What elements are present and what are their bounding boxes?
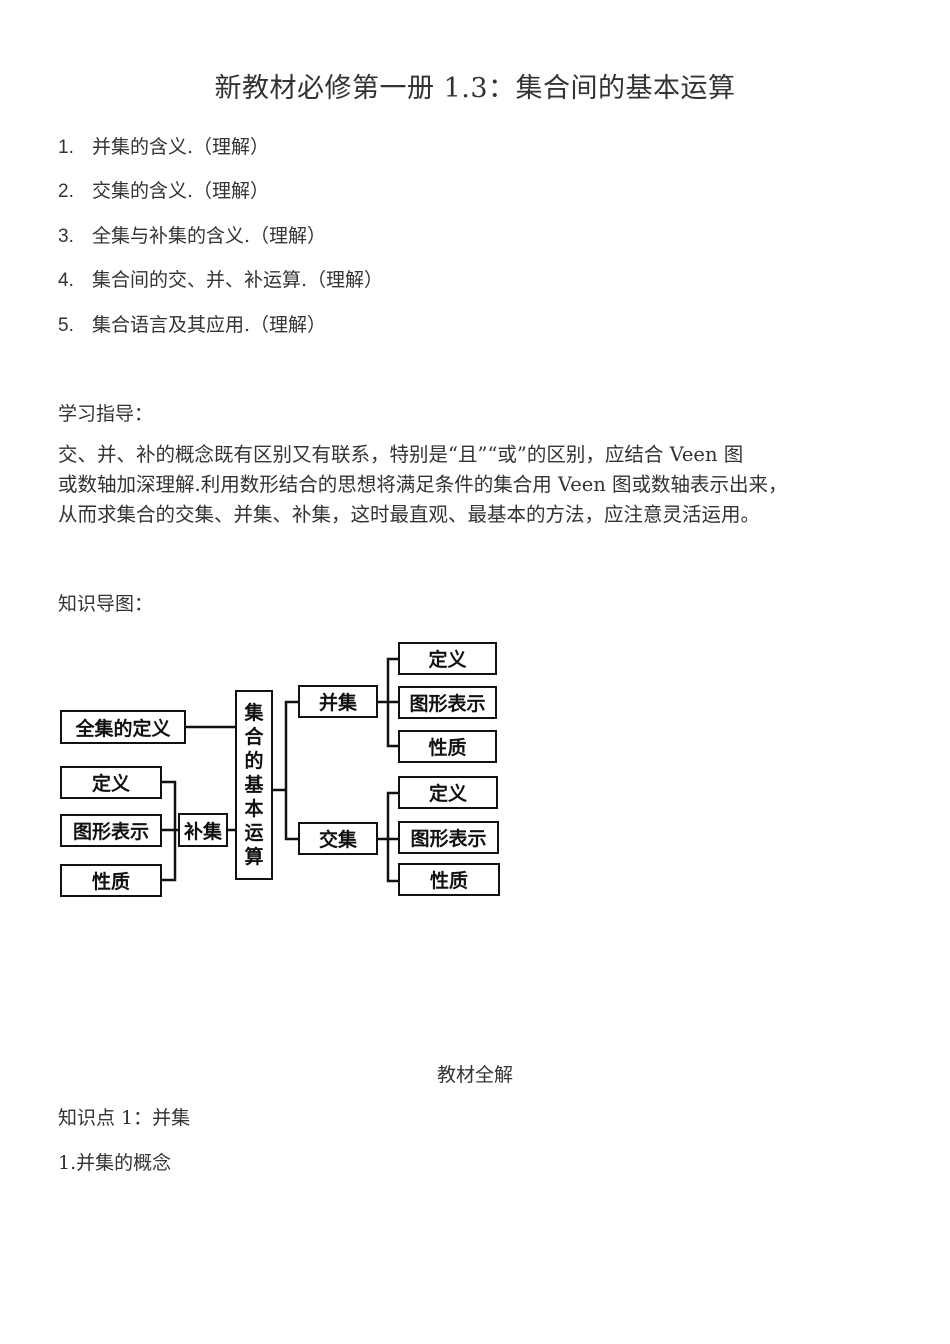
section-heading: 教材全解 [436, 1064, 513, 1086]
union-box: 并集 [298, 685, 378, 718]
union-property-box: 性质 [398, 730, 497, 763]
intersection-box: 交集 [298, 822, 378, 855]
complement-property-box: 性质 [60, 864, 162, 897]
objective-item: 3.全集与补集的含义.（理解） [58, 225, 327, 247]
universal-set-definition-box: 全集的定义 [60, 710, 186, 744]
mind-map-diagram: 全集的定义 定义 图形表示 性质 补集 集 合 的 基 本 运 算 并集 定义 … [58, 636, 508, 906]
union-graph-box: 图形表示 [398, 686, 497, 719]
connector-lines [159, 657, 400, 883]
complement-box: 补集 [178, 813, 228, 847]
study-guide-paragraph: 交、并、补的概念既有区别又有联系，特别是“且”“或”的区别，应结合 Veen 图… [58, 443, 788, 526]
complement-definition-box: 定义 [60, 766, 162, 799]
page-title: 新教材必修第一册 1.3：集合间的基本运算 [214, 73, 736, 104]
intersection-graph-box: 图形表示 [398, 821, 499, 854]
sub-heading: 1.并集的概念 [58, 1152, 172, 1174]
intersection-definition-box: 定义 [398, 776, 498, 809]
complement-graph-box: 图形表示 [60, 814, 162, 847]
center-node-box: 集 合 的 基 本 运 算 [235, 690, 273, 880]
mind-map-heading: 知识导图： [58, 593, 154, 615]
objective-item: 4.集合间的交、并、补运算.（理解） [58, 269, 384, 291]
objective-item: 2.交集的含义.（理解） [58, 180, 270, 202]
study-guide-heading: 学习指导： [58, 403, 154, 425]
intersection-property-box: 性质 [398, 863, 500, 896]
objective-item: 1.并集的含义.（理解） [58, 136, 270, 158]
union-definition-box: 定义 [398, 642, 497, 675]
knowledge-point-heading: 知识点 1：并集 [58, 1107, 191, 1129]
objective-item: 5.集合语言及其应用.（理解） [58, 314, 327, 336]
